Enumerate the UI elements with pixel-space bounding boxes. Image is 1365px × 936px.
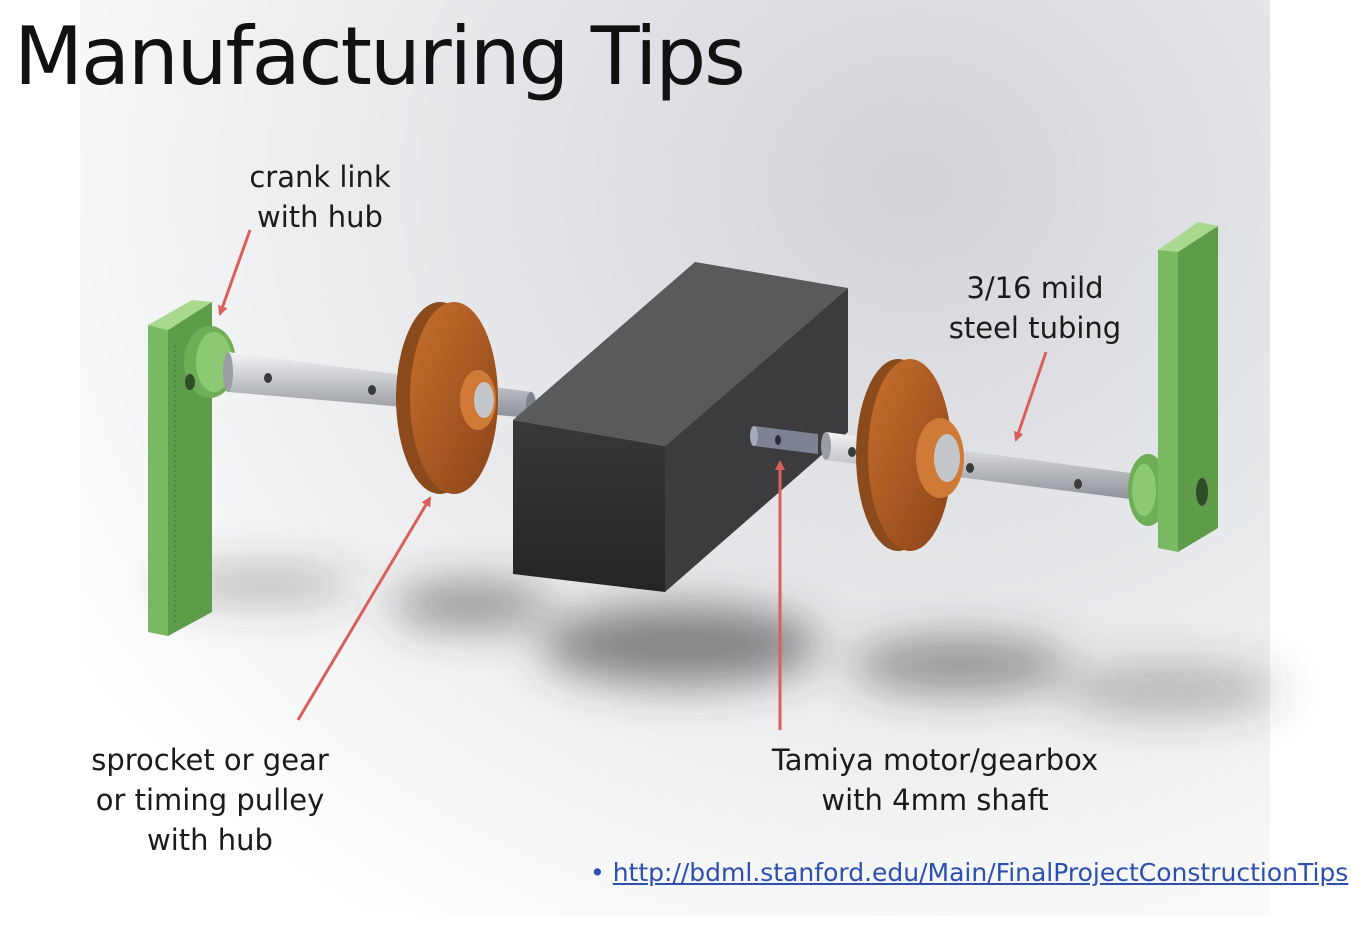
motor-gearbox-block [513,262,848,592]
label-steel-tubing: 3/16 mild steel tubing [948,271,1122,345]
shadow-motor [540,605,820,685]
left-gear-sprocket [396,302,498,494]
shadow-left-gear [390,583,550,627]
arrow-crank-link [217,229,252,316]
left-crank-top [148,300,212,330]
construction-tips-link[interactable]: http://bdml.stanford.edu/Main/FinalProje… [612,858,1349,887]
right-crank-side [1178,226,1218,552]
motor-box-top [513,262,848,446]
arrow-sprocket [296,496,432,721]
arrow-steel-tubing [1013,351,1048,442]
right-crank-front [1158,250,1178,552]
floor-shadows [165,567,1280,714]
right-gear-sprocket [856,359,964,551]
left-crank-hole [185,374,195,390]
label-tamiya-motor: Tamiya motor/gearbox with 4mm shaft [771,743,1099,817]
shadow-right-gear [850,637,1070,693]
right-gear-face [868,359,952,551]
right-crank-link [1128,222,1218,552]
left-crank-front [148,325,168,636]
shadow-right-crank [1060,666,1280,714]
left-crank-link [148,300,236,636]
right-crank-top [1158,222,1218,252]
motor-shaft-stub [750,426,818,454]
motor-box-front [513,420,665,592]
label-crank-link: crank link with hub [249,160,391,234]
label-sprocket: sprocket or gear or timing pulley with h… [91,743,329,857]
bullet: • [590,858,605,887]
slide-title: Manufacturing Tips [14,10,746,103]
right-crank-hole [1196,478,1208,506]
reference-link-row: • http://bdml.stanford.edu/Main/FinalPro… [590,858,1348,887]
left-gear-face [410,302,498,494]
callout-arrows [217,229,1048,730]
shadow-left-crank [165,567,355,603]
